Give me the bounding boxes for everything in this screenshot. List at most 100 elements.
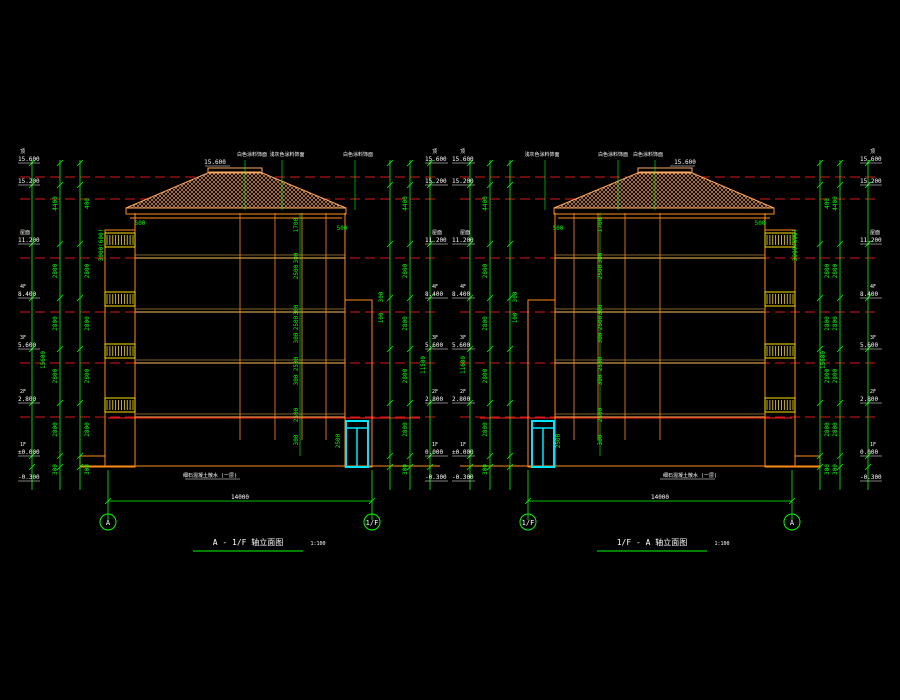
side-dimension: 500 xyxy=(135,220,146,227)
level-tag-label: 屋面 xyxy=(20,230,30,236)
level-tag-label: 3F xyxy=(432,335,438,341)
dimension-tick xyxy=(486,345,494,353)
dimension-tick xyxy=(386,240,394,248)
roof-ridge xyxy=(207,167,263,174)
dimension-tick xyxy=(816,159,824,167)
dimension-tick xyxy=(56,240,64,248)
dimension-tick xyxy=(486,452,494,460)
overall-width-dimension: 14000 xyxy=(651,494,669,501)
height-dimension: 2800 xyxy=(824,368,831,383)
level-elevation-label: 11.200 xyxy=(860,237,882,244)
dimension-tick xyxy=(426,463,434,471)
opening-dimension: 2500 xyxy=(597,407,604,422)
dimension-tick xyxy=(76,240,84,248)
dimension-tick xyxy=(506,294,514,302)
height-dimension: 2800 xyxy=(832,368,839,383)
height-dimension: 2800 xyxy=(402,263,409,278)
total-height-dimension: 15600 xyxy=(40,351,47,369)
dimension-tick xyxy=(486,294,494,302)
balcony-railing xyxy=(104,232,136,248)
height-dimension: 300 xyxy=(824,464,831,475)
height-dimension: 2800 xyxy=(832,316,839,331)
level-elevation-label: 2.800 xyxy=(452,396,470,403)
dimension-tick xyxy=(386,452,394,460)
grid-axis-bubble xyxy=(519,513,537,531)
height-dimension: 2800 xyxy=(482,316,489,331)
height-dimension: 2800 xyxy=(52,422,59,437)
material-callout: 浅灰色涂料饰面 xyxy=(524,151,559,158)
level-tag-label: 屋面 xyxy=(460,230,470,236)
level-elevation-label: 5.600 xyxy=(18,342,36,349)
grid-axis-label: A xyxy=(790,519,795,527)
height-dimension: 2800 xyxy=(52,316,59,331)
level-elevation-label: 8.400 xyxy=(860,291,878,298)
level-elevation-label: 15.200 xyxy=(425,178,447,185)
dimension-tick xyxy=(386,345,394,353)
opening-dimension: 2500 xyxy=(293,407,300,422)
material-callout: 白色涂料饰面 xyxy=(343,151,373,158)
level-tag-label: 屋面 xyxy=(870,230,880,236)
dimension-tick xyxy=(104,497,112,505)
level-elevation-label: 11.200 xyxy=(425,237,447,244)
dimension-tick xyxy=(406,463,414,471)
dimension-tick xyxy=(506,452,514,460)
height-dimension: 4400 xyxy=(52,196,59,211)
dimension-tick xyxy=(76,159,84,167)
level-tag-label: 1F xyxy=(432,442,438,448)
level-tag-label: 4F xyxy=(432,284,438,290)
balcony-railing xyxy=(104,291,136,307)
balcony-railing xyxy=(764,232,796,248)
dimension-tick xyxy=(524,497,532,505)
dimension-tick xyxy=(386,399,394,407)
balcony-railing xyxy=(764,397,796,413)
balcony-railing xyxy=(104,397,136,413)
dimension-tick xyxy=(506,399,514,407)
total-height-dimension: 11500 xyxy=(420,356,427,374)
level-tag-label: 2F xyxy=(432,389,438,395)
height-dimension: 2800 xyxy=(84,368,91,383)
level-elevation-label: 15.200 xyxy=(452,178,474,185)
dimension-tick xyxy=(816,240,824,248)
level-elevation-label: 15.600 xyxy=(18,156,40,163)
height-dimension: 2800 xyxy=(832,422,839,437)
dimension-tick xyxy=(836,240,844,248)
side-dimension: 500 xyxy=(755,220,766,227)
dimension-tick xyxy=(76,452,84,460)
elevation-title: 1/F - A 轴立面图 xyxy=(617,537,688,547)
level-elevation-label: 5.600 xyxy=(452,342,470,349)
level-elevation-label: 8.400 xyxy=(425,291,443,298)
roof-top-elevation: 15.600 xyxy=(674,159,696,166)
level-elevation-label: ±0.000 xyxy=(18,449,40,456)
height-dimension: 2800 xyxy=(832,263,839,278)
level-elevation-label: 15.600 xyxy=(425,156,447,163)
height-dimension: 2800 xyxy=(402,368,409,383)
opening-dimension: 1700 xyxy=(597,217,604,232)
overall-width-dimension: 14000 xyxy=(231,494,249,501)
elevation-scale: 1:100 xyxy=(714,541,729,547)
level-elevation-label: 8.400 xyxy=(452,291,470,298)
side-dimension: 2500 xyxy=(335,433,342,448)
height-dimension: 2800 xyxy=(482,263,489,278)
height-dimension: 2800 xyxy=(52,263,59,278)
side-dimension: 500 xyxy=(337,225,348,232)
dimension-tick xyxy=(406,240,414,248)
opening-dimension: 300 xyxy=(597,374,604,385)
height-dimension: 2800 xyxy=(84,263,91,278)
dimension-tick xyxy=(816,452,824,460)
dimension-tick xyxy=(56,399,64,407)
grid-axis-label: 1/F xyxy=(366,519,379,527)
side-dimension: 2500 xyxy=(555,433,562,448)
dimension-tick xyxy=(56,294,64,302)
roof-ridge xyxy=(637,167,693,174)
dimension-tick xyxy=(56,463,64,471)
height-dimension: 400 xyxy=(824,198,831,209)
dimension-tick xyxy=(486,463,494,471)
material-callout: 白色涂料饰面 xyxy=(237,151,267,158)
dimension-tick xyxy=(76,399,84,407)
dimension-tick xyxy=(836,463,844,471)
level-elevation-label: 15.200 xyxy=(860,178,882,185)
balcony-railing xyxy=(764,343,796,359)
dimension-tick xyxy=(56,181,64,189)
level-tag-label: 4F xyxy=(460,284,466,290)
